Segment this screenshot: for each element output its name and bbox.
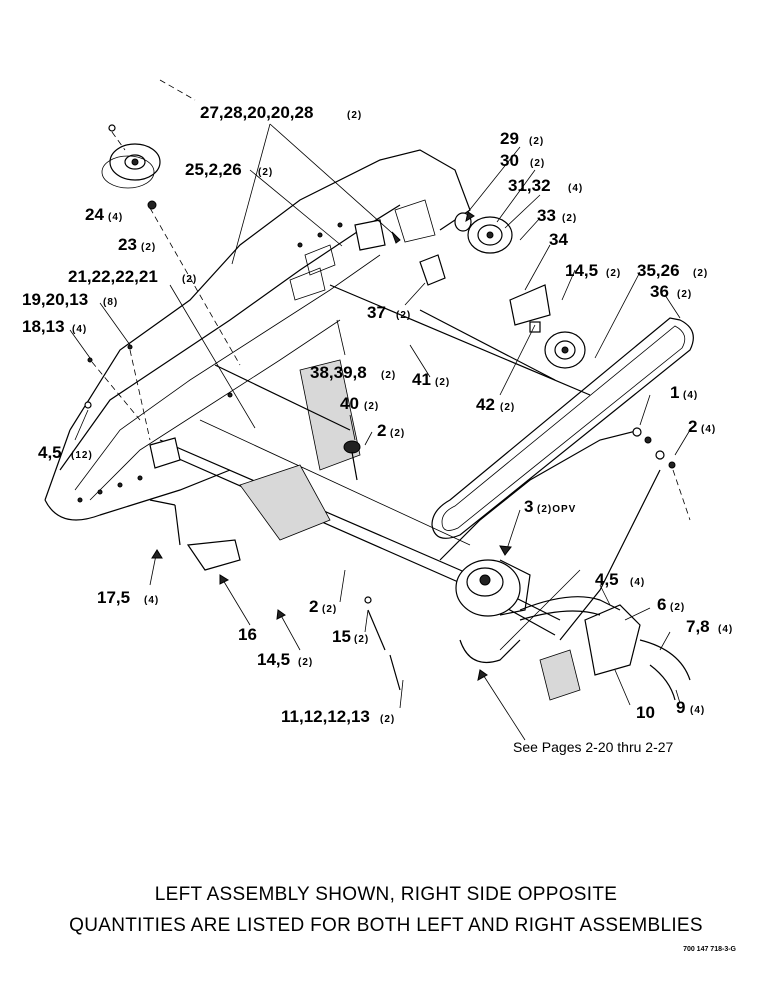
callout-label: 21,22,22,21: [68, 267, 158, 286]
callout-qty: (2): [670, 602, 685, 613]
callout-label: 7,8: [686, 617, 710, 636]
callout-qty: (2): [529, 136, 544, 147]
callout-label: 24: [85, 205, 104, 224]
callout-qty: (2): [693, 268, 708, 279]
callout-label: 38,39,8: [310, 363, 367, 382]
callout-qty: (8): [103, 297, 118, 308]
pulley-30: [467, 216, 513, 254]
callout-qty: (2): [322, 604, 337, 615]
leader-lines: [69, 123, 691, 741]
callout-qty: (2): [500, 402, 515, 413]
callout-qty: (2): [562, 213, 577, 224]
callout-label: 14,5: [565, 261, 598, 280]
callout-qty: (2): [530, 158, 545, 169]
callout-qty: (2): [380, 714, 395, 725]
callout-label: 41: [412, 370, 431, 389]
drawing-code: 700 147 718-3-G: [683, 946, 736, 953]
callout-label: 25,2,26: [185, 160, 242, 179]
rivet-row: [77, 222, 343, 503]
callout-label: 2: [309, 597, 318, 616]
callout-label: 3: [524, 497, 533, 516]
caption-line-2: QUANTITIES ARE LISTED FOR BOTH LEFT AND …: [69, 915, 703, 936]
callout-qty: (2): [396, 310, 411, 321]
callout-qty: (4): [108, 212, 123, 223]
callout-label: 36: [650, 282, 669, 301]
callout-label: 37: [367, 303, 386, 322]
callout-label: 30: [500, 151, 519, 170]
callout-qty: (2): [435, 377, 450, 388]
callout-label: 15: [332, 627, 351, 646]
callout-qty: (2): [364, 401, 379, 412]
callout-qty: (4): [701, 424, 716, 435]
callout-label: 34: [549, 230, 568, 249]
callout-label: 29: [500, 129, 519, 148]
callout-qty: (4): [683, 390, 698, 401]
pulley-42: [544, 331, 586, 369]
callout-label: 23: [118, 235, 137, 254]
mount-10: [519, 596, 641, 676]
callout-qty: (2): [182, 274, 197, 285]
callout-label: 6: [657, 595, 666, 614]
callout-qty: (2)OPV: [537, 504, 576, 515]
callout-qty: (2): [298, 657, 313, 668]
callout-label: 17,5: [97, 588, 130, 607]
callout-qty: (2): [381, 370, 396, 381]
callout-label: 19,20,13: [22, 290, 88, 309]
callout-label: 14,5: [257, 650, 290, 669]
callout-qty: (4): [72, 324, 87, 335]
callout-label: 27,28,20,20,28: [200, 103, 313, 122]
caption-line-1: LEFT ASSEMBLY SHOWN, RIGHT SIDE OPPOSITE: [154, 884, 618, 905]
callout-label: 1: [670, 383, 679, 402]
callout-qty: (2): [141, 242, 156, 253]
callout-qty: (2): [347, 110, 362, 121]
callout-qty: (2): [390, 428, 405, 439]
callout-qty: (4): [568, 183, 583, 194]
callout-qty: (2): [258, 167, 273, 178]
callout-label: 18,13: [22, 317, 65, 336]
callout-label: 4,5: [595, 570, 619, 589]
callout-qty: (4): [690, 705, 705, 716]
callout-label: 2: [688, 417, 697, 436]
callout-label: 4,5: [38, 443, 62, 462]
callout-qty: (12): [71, 450, 93, 461]
callout-label: 31,32: [508, 176, 551, 195]
callout-label: 42: [476, 395, 495, 414]
pulley-24: [101, 143, 161, 189]
callout-label: 33: [537, 206, 556, 225]
callout-label: 35,26: [637, 261, 680, 280]
callout-qty: (4): [144, 595, 159, 606]
frame-drawing: [44, 79, 694, 701]
callout-qty: (2): [606, 268, 621, 279]
callout-qty: (2): [354, 634, 369, 645]
callout-label: 16: [238, 625, 257, 644]
see-pages-note: See Pages 2-20 thru 2-27: [513, 739, 674, 755]
gearbox-3: [455, 559, 531, 617]
callout-labels: 27,28,20,20,28 (2) 29 (2) 30 (2) 31,32 (…: [22, 103, 733, 755]
callout-label: 40: [340, 394, 359, 413]
callout-qty: (4): [630, 577, 645, 588]
callout-label: 11,12,12,13: [281, 707, 370, 726]
callout-label: 2: [377, 421, 386, 440]
callout-qty: (4): [718, 624, 733, 635]
callout-label: 10: [636, 703, 655, 722]
callout-label: 9: [676, 698, 685, 717]
callout-qty: (2): [677, 289, 692, 300]
